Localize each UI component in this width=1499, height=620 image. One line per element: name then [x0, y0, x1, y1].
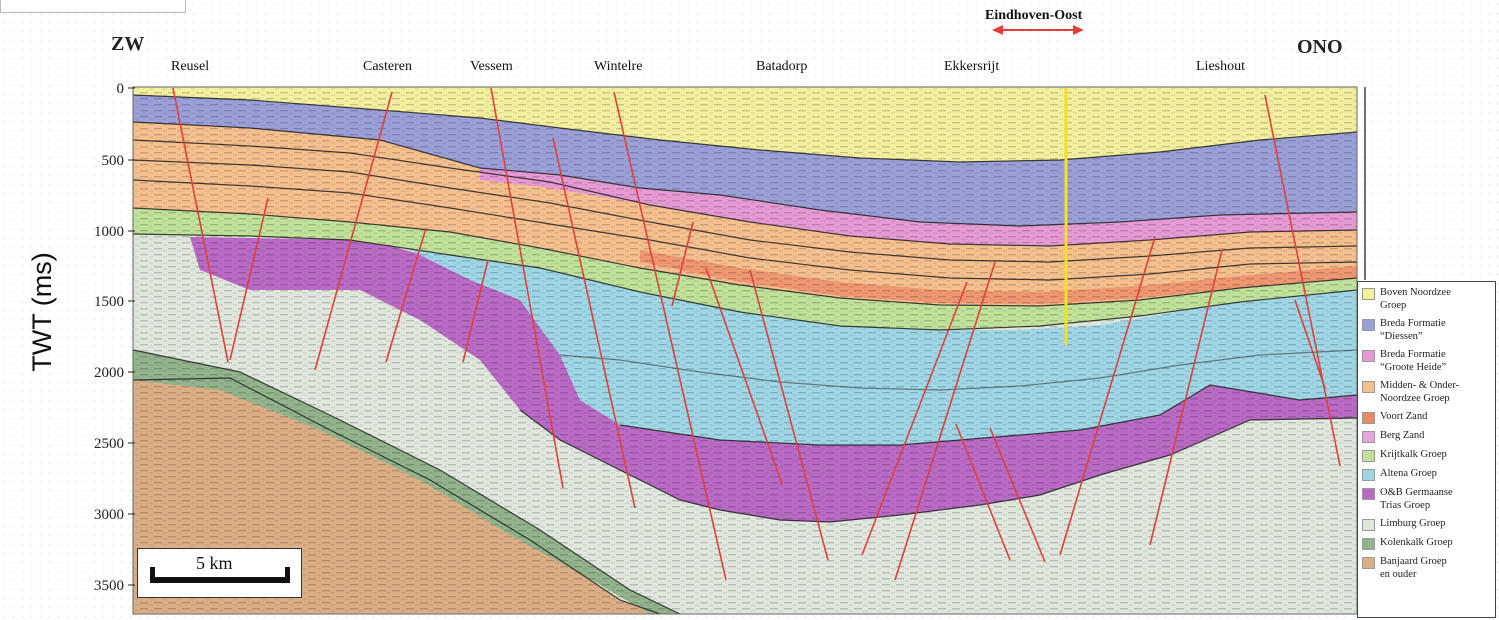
- y-tick-2000: 2000: [94, 365, 124, 381]
- legend-swatch: [1362, 450, 1375, 462]
- legend-label: O&B Germaanse Trias Groep: [1380, 486, 1453, 512]
- scale-bar: 5 km: [137, 548, 302, 598]
- legend-label: Altena Groep: [1380, 467, 1437, 480]
- legend-label: Kolenkalk Groep: [1380, 536, 1453, 549]
- legend-swatch: [1362, 412, 1375, 424]
- legend-swatch: [1362, 557, 1375, 569]
- location-reusel: Reusel: [171, 59, 209, 74]
- legend-item: Limburg Groep: [1362, 517, 1491, 531]
- legend-label: Breda Formatie “Groote Heide”: [1380, 348, 1446, 374]
- legend-swatch: [1362, 538, 1375, 550]
- legend-item: Altena Groep: [1362, 467, 1491, 481]
- legend-item: Breda Formatie “Groote Heide”: [1362, 348, 1491, 374]
- y-tick-3500: 3500: [94, 578, 124, 594]
- scale-tick-right: [285, 567, 290, 583]
- legend-swatch: [1362, 469, 1375, 481]
- legend-label: Berg Zand: [1380, 429, 1424, 442]
- legend-swatch: [1362, 488, 1375, 500]
- legend-item: Boven Noordzee Groep: [1362, 286, 1491, 312]
- scale-bar-line: [150, 577, 290, 583]
- y-tick-1000: 1000: [94, 224, 124, 240]
- legend-swatch: [1362, 519, 1375, 531]
- legend-swatch: [1362, 288, 1375, 300]
- y-tick-1500: 1500: [94, 294, 124, 310]
- section-body: [133, 87, 1357, 614]
- legend-item: Berg Zand: [1362, 429, 1491, 443]
- direction-left: ZW: [111, 33, 144, 55]
- legend: Boven Noordzee GroepBreda Formatie “Dies…: [1357, 281, 1496, 618]
- legend-item: Krijtkalk Groep: [1362, 448, 1491, 462]
- legend-item: Voort Zand: [1362, 410, 1491, 424]
- scale-bar-label: 5 km: [196, 553, 233, 574]
- legend-item: Breda Formatie “Diessen”: [1362, 317, 1491, 343]
- direction-right: ONO: [1297, 36, 1343, 58]
- legend-label: Voort Zand: [1380, 410, 1427, 423]
- legend-item: Midden- & Onder- Noordzee Groep: [1362, 379, 1491, 405]
- legend-label: Banjaard Groep en ouder: [1380, 555, 1447, 581]
- double-arrow-icon: [992, 25, 1084, 35]
- legend-label: Krijtkalk Groep: [1380, 448, 1447, 461]
- location-ekkersrijt: Ekkersrijt: [944, 59, 999, 74]
- y-tick-3000: 3000: [94, 507, 124, 523]
- legend-item: Kolenkalk Groep: [1362, 536, 1491, 550]
- legend-label: Boven Noordzee Groep: [1380, 286, 1451, 312]
- legend-item: Banjaard Groep en ouder: [1362, 555, 1491, 581]
- y-axis-label: TWT (ms): [27, 252, 57, 371]
- y-axis: 0 500 1000 1500 2000 2500 3000 3500 TWT …: [27, 81, 135, 594]
- location-wintelre: Wintelre: [594, 59, 642, 74]
- legend-label: Limburg Groep: [1380, 517, 1445, 530]
- legend-swatch: [1362, 319, 1375, 331]
- legend-label: Breda Formatie “Diessen”: [1380, 317, 1446, 343]
- location-casteren: Casteren: [363, 59, 412, 74]
- legend-item: O&B Germaanse Trias Groep: [1362, 486, 1491, 512]
- legend-swatch: [1362, 381, 1375, 393]
- location-vessem: Vessem: [470, 59, 513, 74]
- legend-swatch: [1362, 431, 1375, 443]
- legend-swatch: [1362, 350, 1375, 362]
- y-tick-0: 0: [117, 81, 125, 97]
- seismic-texture: [133, 87, 1357, 614]
- legend-label: Midden- & Onder- Noordzee Groep: [1380, 379, 1459, 405]
- y-tick-2500: 2500: [94, 436, 124, 452]
- y-tick-500: 500: [102, 153, 125, 169]
- location-lieshout: Lieshout: [1196, 59, 1245, 74]
- eindhoven-oost-label: Eindhoven-Oost: [985, 8, 1083, 23]
- location-batadorp: Batadorp: [756, 59, 807, 74]
